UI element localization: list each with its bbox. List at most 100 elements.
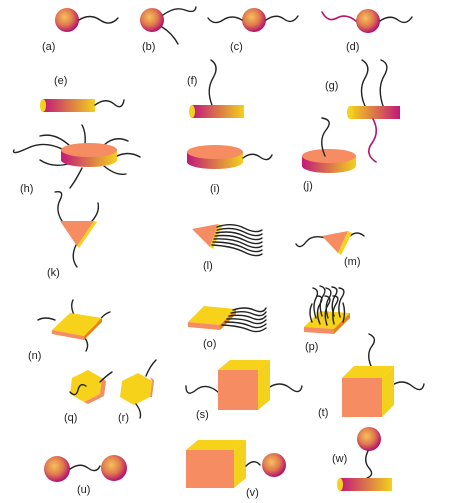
tether-chain (207, 16, 243, 24)
label-i: (i) (210, 183, 220, 195)
tether-chain (54, 190, 63, 222)
tether-chain (103, 138, 129, 146)
rod-shape (340, 478, 392, 491)
label-s: (s) (196, 409, 209, 421)
tether-chain (69, 383, 87, 396)
sphere-shape (55, 8, 79, 32)
label-q: (q) (64, 412, 77, 424)
tether-chain (69, 167, 83, 189)
particle-p (304, 285, 350, 334)
particle-s (185, 360, 303, 410)
cube-face (186, 450, 234, 488)
cube-top (342, 366, 394, 378)
tether-chain (267, 383, 303, 393)
tether-chain (78, 15, 119, 24)
label-h: (h) (20, 183, 33, 195)
label-v: (v) (246, 487, 259, 499)
rod-shape (192, 105, 244, 118)
rod-cap (347, 106, 353, 119)
tether-chain (94, 99, 125, 108)
particle-e (40, 99, 125, 112)
disk-bottom (187, 155, 243, 169)
label-t: (t) (318, 407, 328, 419)
hexagon-side (150, 377, 154, 397)
particle-f (189, 59, 244, 118)
label-b: (b) (142, 41, 155, 53)
rod-shape (43, 99, 95, 112)
sphere-shape (356, 9, 380, 33)
cube-face (342, 378, 382, 417)
tether-chain (114, 152, 141, 158)
label-d: (d) (346, 41, 359, 53)
particle-v (186, 440, 286, 488)
plate-side (52, 330, 84, 340)
tether-chain (390, 381, 425, 391)
label-l: (l) (203, 260, 213, 272)
tether-chain (39, 159, 69, 167)
hexagon-face (120, 373, 152, 405)
triangle-face (60, 221, 94, 246)
tether-chain (99, 371, 113, 383)
label-n: (n) (28, 350, 41, 362)
tether-chain (72, 244, 78, 268)
tether-bundle (221, 307, 267, 333)
disk-face (61, 143, 117, 157)
hexagon-side (84, 394, 104, 404)
disk-face (187, 145, 243, 159)
sphere-shape (357, 427, 381, 451)
plate-side (188, 322, 220, 330)
label-m: (m) (344, 256, 361, 268)
cube-face (218, 370, 258, 410)
triangle-face (322, 231, 348, 253)
tether-brush (309, 285, 346, 326)
label-p: (p) (305, 341, 318, 353)
label-g: (g) (325, 80, 338, 92)
particle-r (120, 359, 157, 419)
tether-chain-magenta (368, 118, 378, 163)
particle-k (54, 190, 100, 268)
particle-h (12, 124, 141, 189)
label-a: (a) (42, 41, 55, 53)
tether-chain-magenta (321, 11, 357, 22)
particle-n (37, 299, 111, 352)
tether-chain (265, 15, 299, 23)
sphere-shape (140, 8, 164, 32)
particle-j (302, 117, 356, 173)
tether-chain (39, 134, 71, 147)
triangle-edge (338, 231, 352, 255)
cube-side (234, 440, 246, 488)
triangle-edge (77, 221, 97, 248)
particle-u (44, 455, 127, 482)
disk-bottom (61, 153, 117, 167)
tether-chain (37, 317, 56, 321)
particle-m (295, 231, 365, 255)
particle-g (347, 59, 400, 163)
particle-c (207, 8, 299, 32)
tether-chain (242, 153, 273, 161)
plate-edge (334, 313, 350, 334)
sphere-shape (44, 456, 70, 482)
cube-side (258, 360, 270, 410)
plate-top (52, 313, 102, 336)
disk-bottom (302, 159, 356, 173)
particle-l (192, 224, 263, 257)
cube-top (186, 440, 246, 450)
label-c: (c) (230, 41, 243, 53)
label-o: (o) (203, 338, 216, 350)
rod-cap (337, 478, 343, 491)
particle-i (187, 145, 273, 169)
tether-chain (81, 124, 86, 145)
tether-bundle (211, 224, 263, 257)
label-j: (j) (303, 180, 313, 192)
sphere-shape (101, 455, 127, 481)
plate-top (188, 306, 236, 325)
triangle-face (192, 224, 218, 247)
particle-d (321, 9, 413, 33)
disk-face (302, 149, 356, 163)
tether-chain (208, 59, 217, 106)
particle-t (342, 333, 425, 417)
tether-chain (145, 359, 157, 377)
tether-chain (295, 235, 327, 248)
tether-chain (379, 59, 388, 107)
